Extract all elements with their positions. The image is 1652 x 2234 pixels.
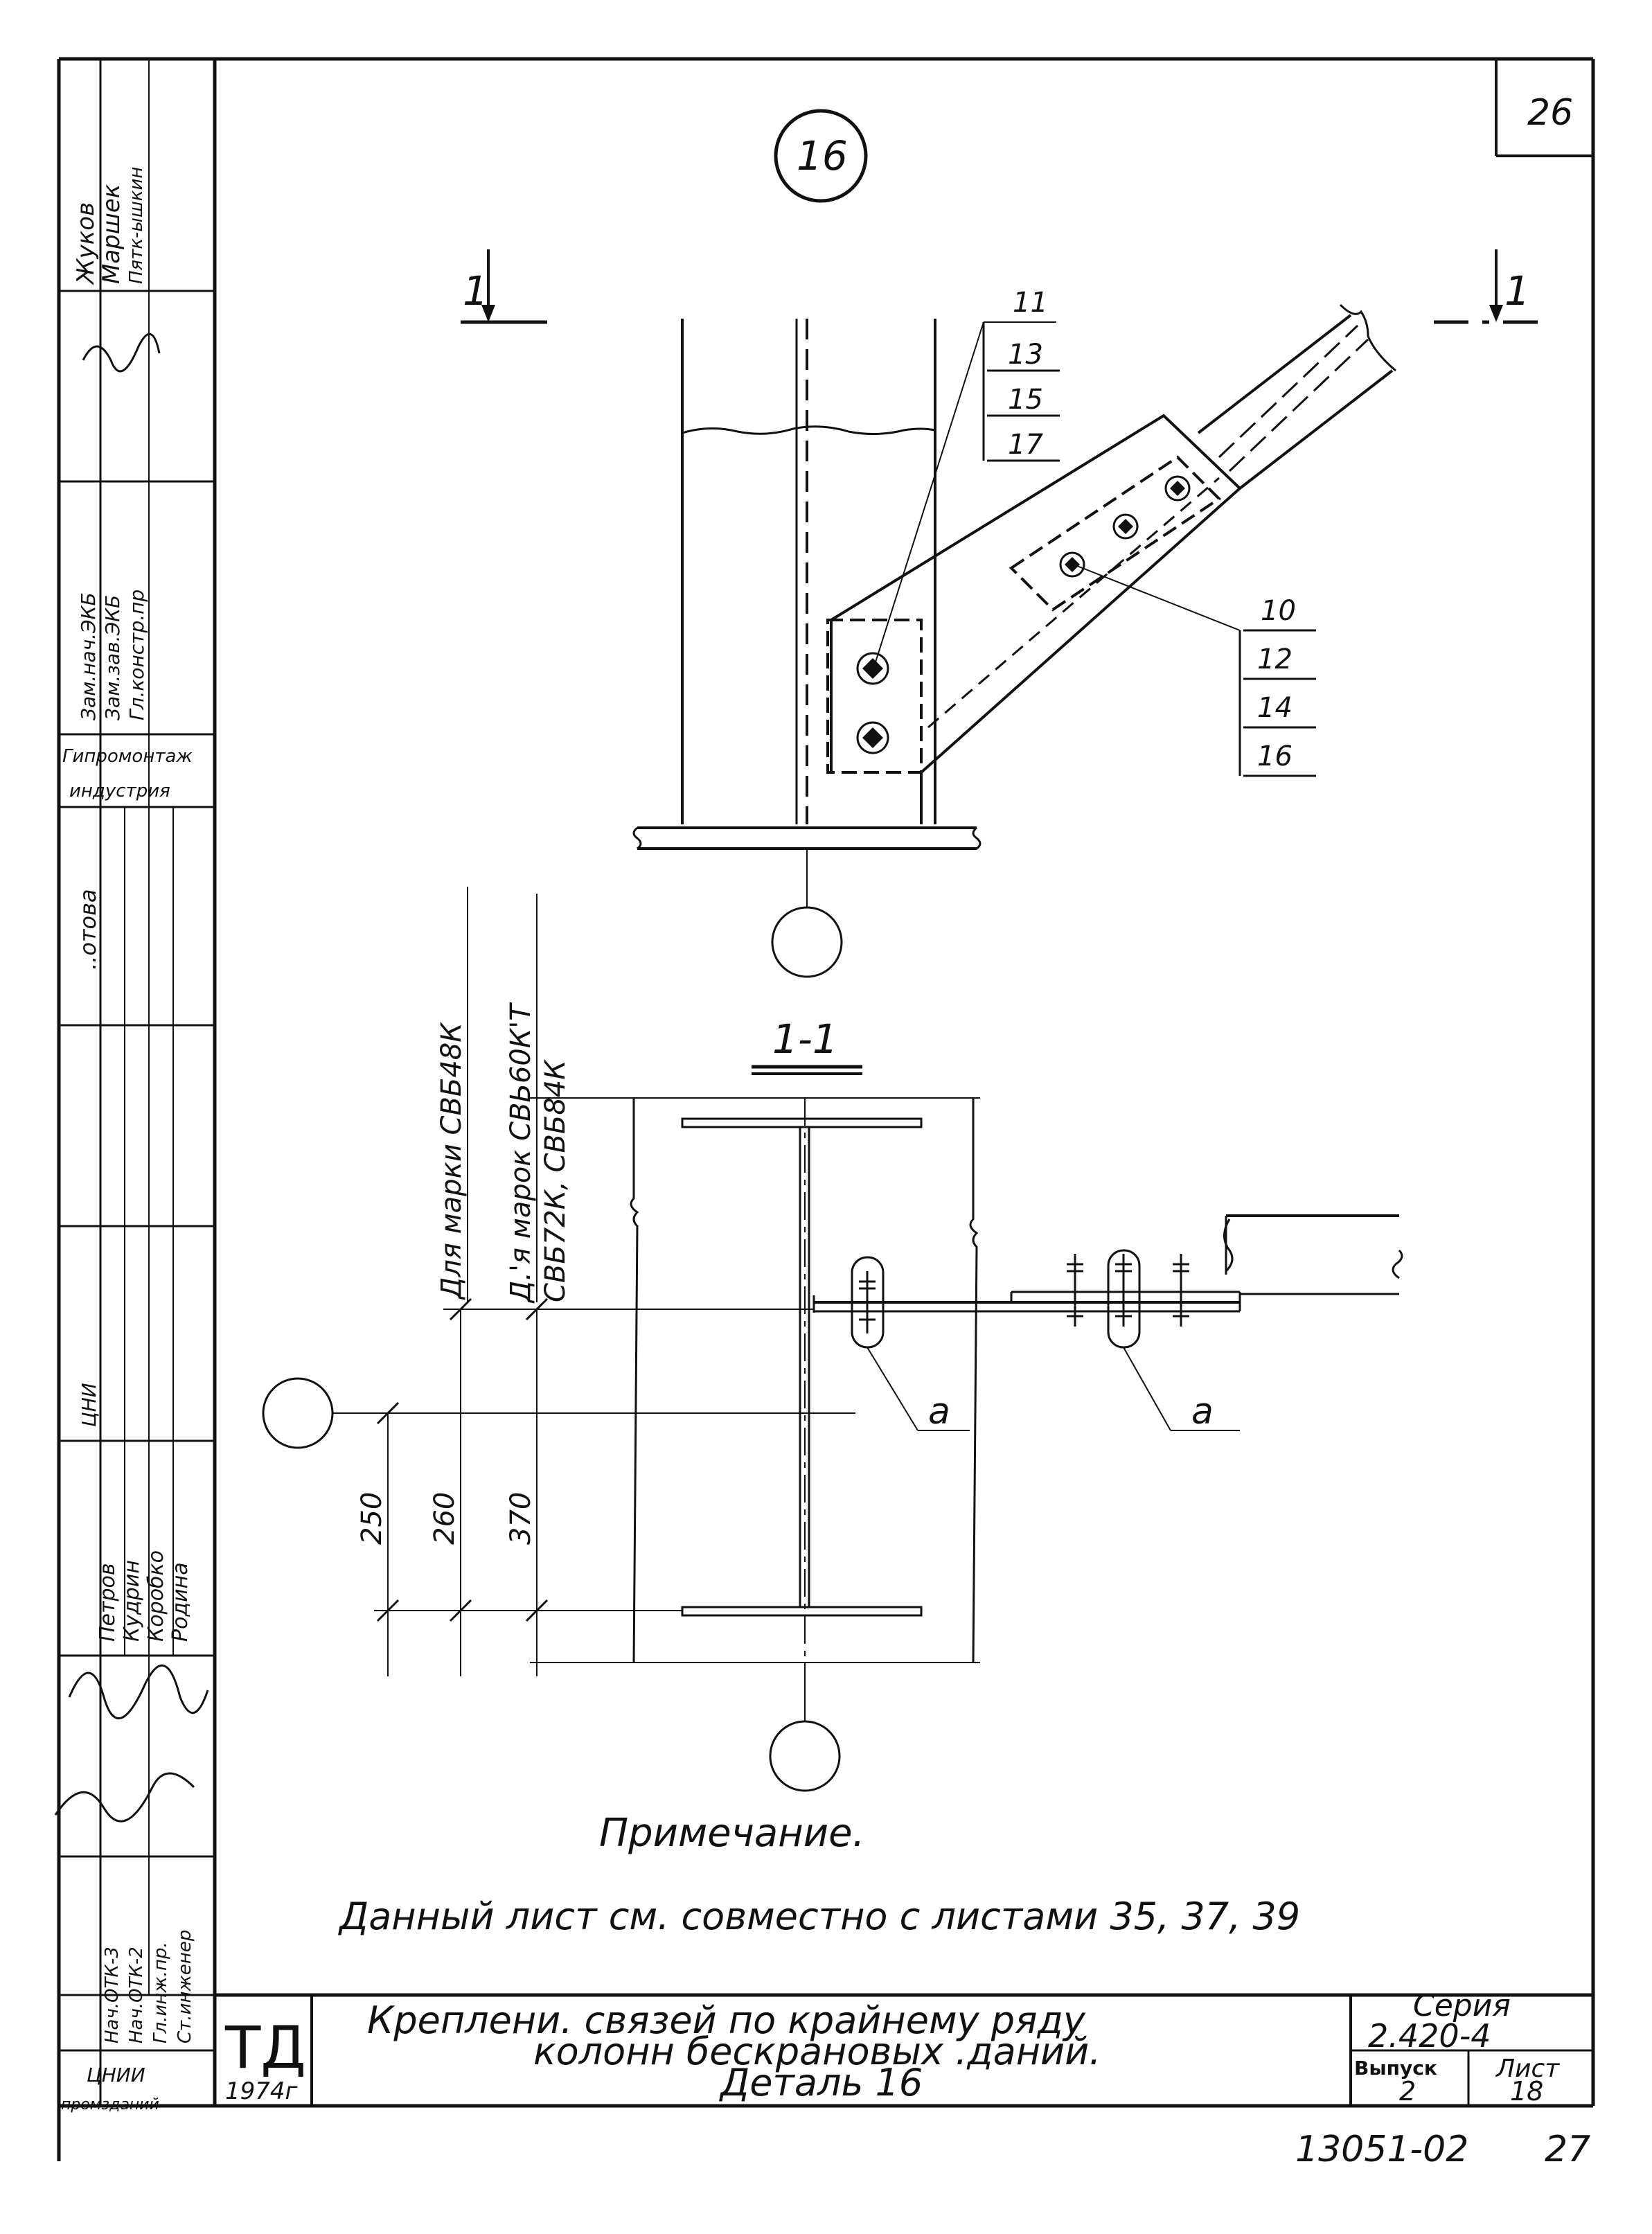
pos-16: 16: [1257, 741, 1293, 772]
bolt-section-4: [1173, 1254, 1189, 1327]
elevation-view: [632, 303, 1396, 850]
detail-marker: 16: [774, 109, 868, 203]
brand-note-2b: СВБ72К, СВБ84К: [540, 1059, 571, 1302]
title-line-3: Деталь 16: [719, 2061, 923, 2104]
detail-number: 16: [797, 132, 848, 179]
pos-11: 11: [1013, 287, 1048, 319]
weld-label-right: a: [1191, 1391, 1214, 1433]
brand-note-1: Для марки СВБ48К: [436, 1022, 468, 1300]
axis-marker-upper: [771, 849, 843, 978]
page-number: 26: [1527, 92, 1573, 134]
stamp-block9-c: Коробко: [144, 1550, 168, 1642]
side-stamp: Жуков Маршек Пятк-ышкин Зам.нач.ЭКБ Зам.…: [54, 59, 215, 2113]
year: 1974г: [225, 2077, 299, 2105]
dimension-chain: 250 260 370: [332, 1297, 855, 1676]
stamp-block11-c: Гл.инж.пр.: [150, 1942, 171, 2044]
pos-12: 12: [1257, 644, 1293, 675]
org-logo: ТД: [224, 2014, 306, 2082]
stamp-org4: промзданий: [61, 2096, 159, 2113]
stamp-block11-d: Ст.инженер: [175, 1930, 195, 2044]
issue-value: 2: [1399, 2076, 1416, 2107]
pos-17: 17: [1008, 429, 1043, 461]
bolt-2: [856, 721, 889, 754]
signature-2: [68, 1664, 209, 1720]
pos-13: 13: [1008, 339, 1043, 371]
title-block: ТД 1974г Креплени. связей по крайнему ря…: [224, 1988, 1593, 2107]
sheet-label: Лист: [1495, 2055, 1560, 2083]
stamp-block11-a: Нач.ОТК-3: [102, 1947, 123, 2044]
bolt-section-1: [859, 1271, 876, 1333]
section-1-1: 1-1: [530, 1016, 1403, 1690]
section-mark-left-label: 1: [463, 267, 488, 314]
title-line-2: колонн бескрановых .даний.: [533, 2030, 1101, 2073]
stamp-org3: ЦНИИ: [87, 2064, 145, 2086]
axis-marker-lower: [769, 1690, 841, 1792]
pos-15: 15: [1008, 384, 1043, 416]
brand-note-2a: Д.'я марок СВЬ60К'Т: [505, 1002, 537, 1304]
position-stack-right: 10 12 14 16: [1238, 595, 1316, 777]
drawing-number: 13051-02: [1295, 2129, 1468, 2170]
pos-10: 10: [1261, 595, 1296, 627]
bolt-4: [1112, 513, 1139, 540]
bolt-1: [856, 652, 889, 685]
bolt-section-3: [1115, 1254, 1132, 1327]
pos-14: 14: [1257, 692, 1293, 724]
dim-250: 250: [356, 1492, 388, 1545]
stamp-block1-b: Маршек: [98, 184, 125, 284]
note-title: Примечание.: [599, 1811, 864, 1856]
issue-label: Выпуск: [1354, 2057, 1437, 2080]
stamp-block9-b: Кудрин: [120, 1560, 144, 1642]
stamp-block3-c: Гл.констр.пр: [125, 589, 148, 720]
stamp-block3-a: Зам.нач.ЭКБ: [77, 592, 100, 720]
weld-label-left: a: [928, 1391, 950, 1433]
position-stack-left: 11 13 15 17: [982, 287, 1060, 462]
stamp-block1: Жуков: [72, 202, 100, 285]
drawing-number-suffix: 27: [1545, 2129, 1590, 2170]
section-mark-right-label: 1: [1504, 267, 1530, 314]
dim-260: 260: [429, 1492, 461, 1545]
bolt-section-2: [1067, 1254, 1083, 1327]
stamp-block1-c: Пятк-ышкин: [126, 167, 147, 284]
signature-1: [82, 333, 161, 373]
bolt-3: [1059, 551, 1085, 578]
bolt-5: [1164, 475, 1191, 502]
stamp-block5: ..отова: [75, 889, 101, 970]
series-label: Серия: [1413, 1988, 1511, 2023]
title-line-1: Креплени. связей по крайнему ряду: [367, 1998, 1086, 2042]
signature-3: [54, 1772, 195, 1823]
stamp-org1: Гипромонтаж: [62, 746, 193, 767]
dim-370: 370: [505, 1492, 537, 1545]
section-mark-left: 1: [461, 249, 547, 324]
stamp-block3-b: Зам.зав.ЭКБ: [101, 595, 124, 720]
series-value: 2.420-4: [1368, 2017, 1491, 2055]
stamp-block8: ЦНИ: [78, 1383, 100, 1427]
stamp-block11-b: Нач.ОТК-2: [126, 1947, 147, 2044]
brand-notes: Для марки СВБ48К Д.'я марок СВЬ60К'Т СВБ…: [436, 887, 571, 1304]
sheet-value: 18: [1510, 2076, 1543, 2107]
axis-marker-left: [262, 1377, 334, 1449]
stamp-org2: индустрия: [69, 781, 170, 801]
note-text: Данный лист см. совместно с листами 35, …: [338, 1895, 1300, 1938]
section-title: 1-1: [772, 1016, 838, 1063]
stamp-block9-d: Родина: [168, 1562, 193, 1642]
stamp-block9-a: Петров: [96, 1563, 120, 1642]
section-mark-right: 1: [1434, 249, 1538, 324]
